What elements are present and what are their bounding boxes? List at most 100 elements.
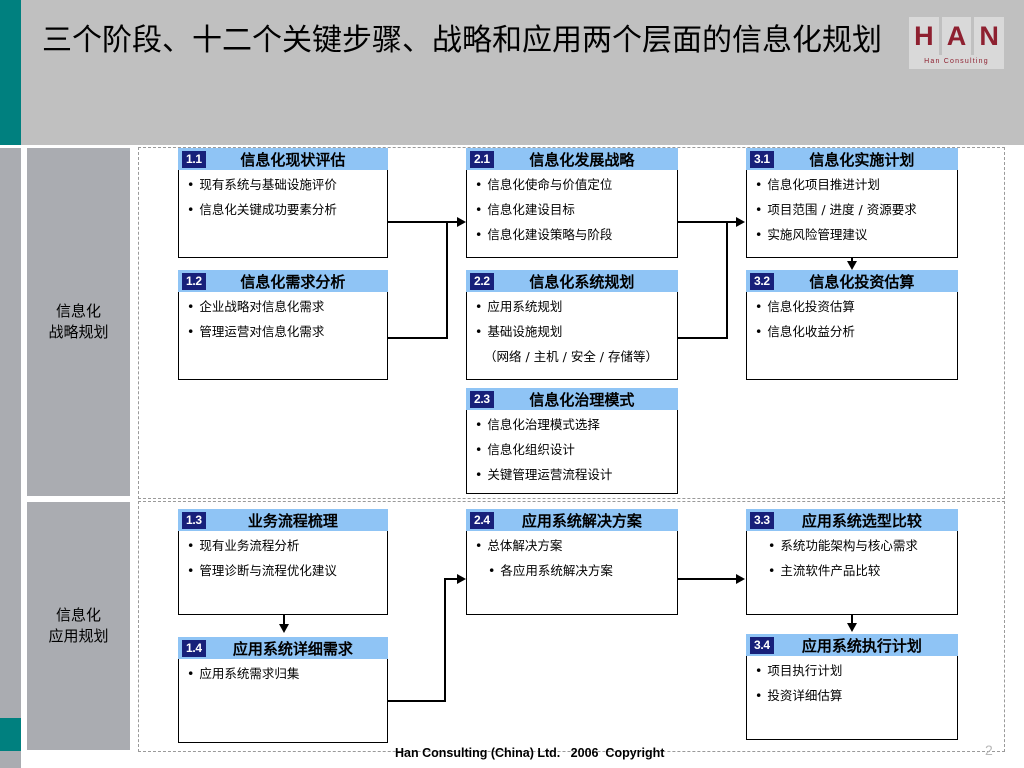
- process-box-number: 3.4: [750, 636, 774, 654]
- process-box-3-4[interactable]: 3.4 应用系统执行计划 •项目执行计划 • 投资详细估算: [746, 634, 958, 740]
- process-box-body: •总体解决方案•各应用系统解决方案: [466, 531, 678, 615]
- process-box-3-3[interactable]: 3.3 应用系统选型比较 •系统功能架构与核心需求•主流软件产品比较: [746, 509, 958, 615]
- process-box-number: 3.3: [750, 511, 774, 529]
- bullet-icon: •: [475, 442, 483, 457]
- process-box-2-2[interactable]: 2.2 信息化系统规划 •应用系统规划•基础设施规划•（网络 / 主机 / 安全…: [466, 270, 678, 380]
- process-box-title: 信息化现状评估: [240, 150, 346, 169]
- process-box-title: 信息化治理模式: [529, 390, 635, 409]
- connector-2-2-out: [678, 337, 728, 339]
- process-box-item: •信息化收益分析: [755, 324, 949, 340]
- process-box-item-text: 信息化项目推进计划: [767, 177, 880, 192]
- bullet-icon: •: [768, 563, 776, 578]
- process-box-item-text: 信息化投资估算: [767, 299, 855, 314]
- process-box-item: •管理诊断与流程优化建议: [187, 563, 379, 579]
- process-box-item: •主流软件产品比较: [755, 563, 949, 579]
- process-box-2-4[interactable]: 2.4 应用系统解决方案 •总体解决方案•各应用系统解决方案: [466, 509, 678, 615]
- process-box-item: •信息化项目推进计划: [755, 177, 949, 193]
- section-label-application: 信息化应用规划: [27, 502, 130, 750]
- process-box-item-text: 关键管理运营流程设计: [487, 467, 613, 482]
- connector-to-2-1: [418, 221, 462, 223]
- process-box-title: 应用系统详细需求: [232, 639, 353, 658]
- process-box-item-text: 信息化建设策略与阶段: [487, 227, 613, 242]
- process-box-header: 2.2 信息化系统规划: [466, 270, 678, 292]
- process-box-1-1[interactable]: 1.1 信息化现状评估 •现有系统与基础设施评价 • 信息化关键成功要素分析: [178, 148, 388, 258]
- connector-to-2-4: [444, 578, 462, 580]
- process-box-item: • 信息化关键成功要素分析: [187, 202, 379, 218]
- bullet-icon: •: [475, 177, 483, 192]
- process-box-item-text: 信息化治理模式选择: [487, 417, 600, 432]
- process-box-body: •信息化投资估算 •信息化收益分析: [746, 292, 958, 380]
- process-box-number: 2.1: [470, 150, 494, 168]
- process-box-item-text: 总体解决方案: [487, 538, 563, 553]
- bullet-icon: •: [475, 202, 483, 217]
- bullet-icon: •: [475, 324, 483, 339]
- process-box-header: 1.3 业务流程梳理: [178, 509, 388, 531]
- process-box-item: •现有系统与基础设施评价: [187, 177, 379, 193]
- bullet-icon: •: [475, 467, 483, 482]
- process-box-2-3[interactable]: 2.3 信息化治理模式 •信息化治理模式选择•信息化组织设计•关键管理运营流程设…: [466, 388, 678, 494]
- process-box-item: •基础设施规划: [475, 324, 669, 340]
- process-box-number: 2.2: [470, 272, 494, 290]
- process-box-item: •信息化投资估算: [755, 299, 949, 315]
- process-box-body: • 信息化使命与价值定位 • 信息化建设目标 • 信息化建设策略与阶段: [466, 170, 678, 258]
- bullet-icon: •: [475, 227, 483, 242]
- process-box-item-text: 信息化关键成功要素分析: [199, 202, 337, 217]
- process-box-number: 1.1: [182, 150, 206, 168]
- bullet-icon: •: [475, 417, 483, 432]
- process-box-item-text: 应用系统需求归集: [199, 666, 300, 681]
- process-box-item: •总体解决方案: [475, 538, 669, 554]
- process-box-1-3[interactable]: 1.3 业务流程梳理 •现有业务流程分析•管理诊断与流程优化建议: [178, 509, 388, 615]
- footer-copyright: Han Consulting (China) Ltd. 2006 Copyrig…: [395, 746, 665, 760]
- process-box-title: 应用系统选型比较: [801, 511, 922, 530]
- process-box-header: 3.4 应用系统执行计划: [746, 634, 958, 656]
- process-box-1-4[interactable]: 1.4 应用系统详细需求 •应用系统需求归集: [178, 637, 388, 743]
- process-box-item: • 投资详细估算: [755, 688, 949, 704]
- arrow-to-3-1: [736, 217, 745, 227]
- process-box-title: 信息化发展战略: [529, 150, 635, 169]
- process-box-item-text: 投资详细估算: [767, 688, 843, 703]
- process-box-item-text: 系统功能架构与核心需求: [780, 538, 918, 553]
- slide-header: 三个阶段、十二个关键步骤、战略和应用两个层面的信息化规划 H A N Han C…: [21, 0, 1024, 145]
- process-box-header: 2.1 信息化发展战略: [466, 148, 678, 170]
- process-box-item: •项目执行计划: [755, 663, 949, 679]
- page-title: 三个阶段、十二个关键步骤、战略和应用两个层面的信息化规划: [42, 23, 882, 58]
- process-box-item-text: 企业战略对信息化需求: [199, 299, 325, 314]
- connector-riser-1-4: [444, 578, 446, 702]
- process-box-header: 1.4 应用系统详细需求: [178, 637, 388, 659]
- connector-1-3-to-1-4: [283, 615, 285, 628]
- process-box-item-text: 应用系统规划: [487, 299, 563, 314]
- bullet-icon: •: [187, 202, 195, 217]
- process-box-title: 应用系统执行计划: [801, 636, 922, 655]
- process-box-item-text: 管理诊断与流程优化建议: [199, 563, 337, 578]
- process-box-item: • 信息化治理模式选择: [475, 417, 669, 433]
- bullet-icon: •: [755, 688, 763, 703]
- process-box-3-2[interactable]: 3.2 信息化投资估算 •信息化投资估算•信息化收益分析: [746, 270, 958, 380]
- process-box-item: •项目范围 / 进度 / 资源要求: [755, 202, 949, 218]
- process-box-item: •系统功能架构与核心需求: [755, 538, 949, 554]
- process-box-body: •应用系统需求归集: [178, 659, 388, 743]
- teal-accent-bar-bottom: [0, 718, 21, 751]
- process-box-body: •应用系统规划•基础设施规划•（网络 / 主机 / 安全 / 存储等）: [466, 292, 678, 380]
- logo-letter-n: N: [974, 17, 1005, 55]
- logo-letter-h: H: [909, 17, 939, 55]
- process-box-item-text: 信息化使命与价值定位: [487, 177, 613, 192]
- process-box-number: 1.4: [182, 639, 206, 657]
- process-box-3-1[interactable]: 3.1 信息化实施计划 •信息化项目推进计划•项目范围 / 进度 / 资源要求•…: [746, 148, 958, 258]
- process-box-number: 2.3: [470, 390, 494, 408]
- process-box-item: •应用系统需求归集: [187, 666, 379, 682]
- bullet-icon: •: [755, 227, 763, 242]
- section-frame-strategy: [138, 147, 1005, 499]
- process-box-item-text: 信息化收益分析: [767, 324, 855, 339]
- teal-accent-bar-top: [0, 0, 21, 145]
- connector-1-4-out: [388, 700, 446, 702]
- process-box-1-2[interactable]: 1.2 信息化需求分析 •企业战略对信息化需求•管理运营对信息化需求: [178, 270, 388, 380]
- process-box-item-text: 信息化建设目标: [487, 202, 575, 217]
- bullet-icon: •: [475, 299, 483, 314]
- process-box-body: •信息化项目推进计划•项目范围 / 进度 / 资源要求•实施风险管理建议: [746, 170, 958, 258]
- bullet-icon: •: [187, 538, 195, 553]
- process-box-body: •现有业务流程分析•管理诊断与流程优化建议: [178, 531, 388, 615]
- process-box-2-1[interactable]: 2.1 信息化发展战略 • 信息化使命与价值定位 • 信息化建设目标 • 信息化建设策略与…: [466, 148, 678, 258]
- section-label-strategy-text: 信息化战略规划: [48, 302, 109, 341]
- process-box-body: •项目执行计划 • 投资详细估算: [746, 656, 958, 740]
- section-label-strategy: 信息化战略规划: [27, 148, 130, 496]
